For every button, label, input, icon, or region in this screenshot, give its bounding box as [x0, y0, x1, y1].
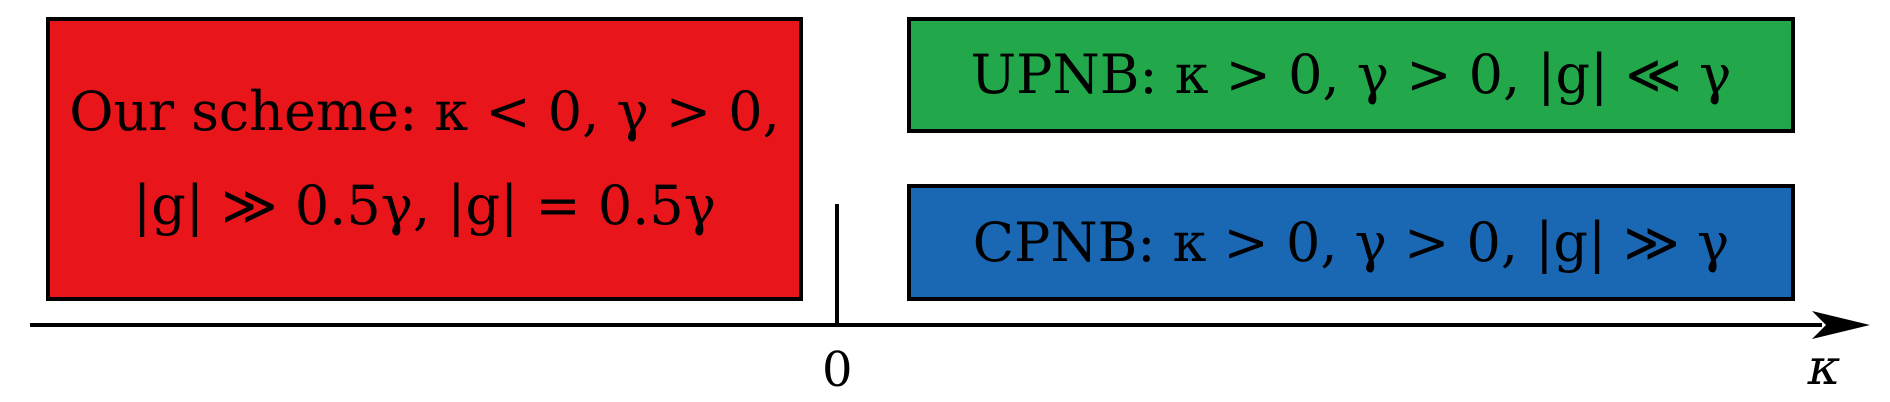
our-scheme-line-1: Our scheme: κ < 0, γ > 0,	[69, 80, 780, 143]
axis-arrowhead-icon	[1812, 311, 1870, 339]
upnb-box: UPNB: κ > 0, γ > 0, |g| ≪ γ	[907, 17, 1795, 133]
kappa-axis-label: κ	[1807, 338, 1841, 396]
our-scheme-line-2: |g| ≫ 0.5γ, |g| = 0.5γ	[133, 174, 716, 237]
our-scheme-box: Our scheme: κ < 0, γ > 0, |g| ≫ 0.5γ, |g…	[46, 17, 803, 301]
zero-tick-label: 0	[822, 342, 853, 398]
cpnb-label: CPNB: κ > 0, γ > 0, |g| ≫ γ	[972, 210, 1730, 274]
upnb-label: UPNB: κ > 0, γ > 0, |g| ≪ γ	[970, 43, 1732, 106]
cpnb-box: CPNB: κ > 0, γ > 0, |g| ≫ γ	[907, 184, 1795, 301]
